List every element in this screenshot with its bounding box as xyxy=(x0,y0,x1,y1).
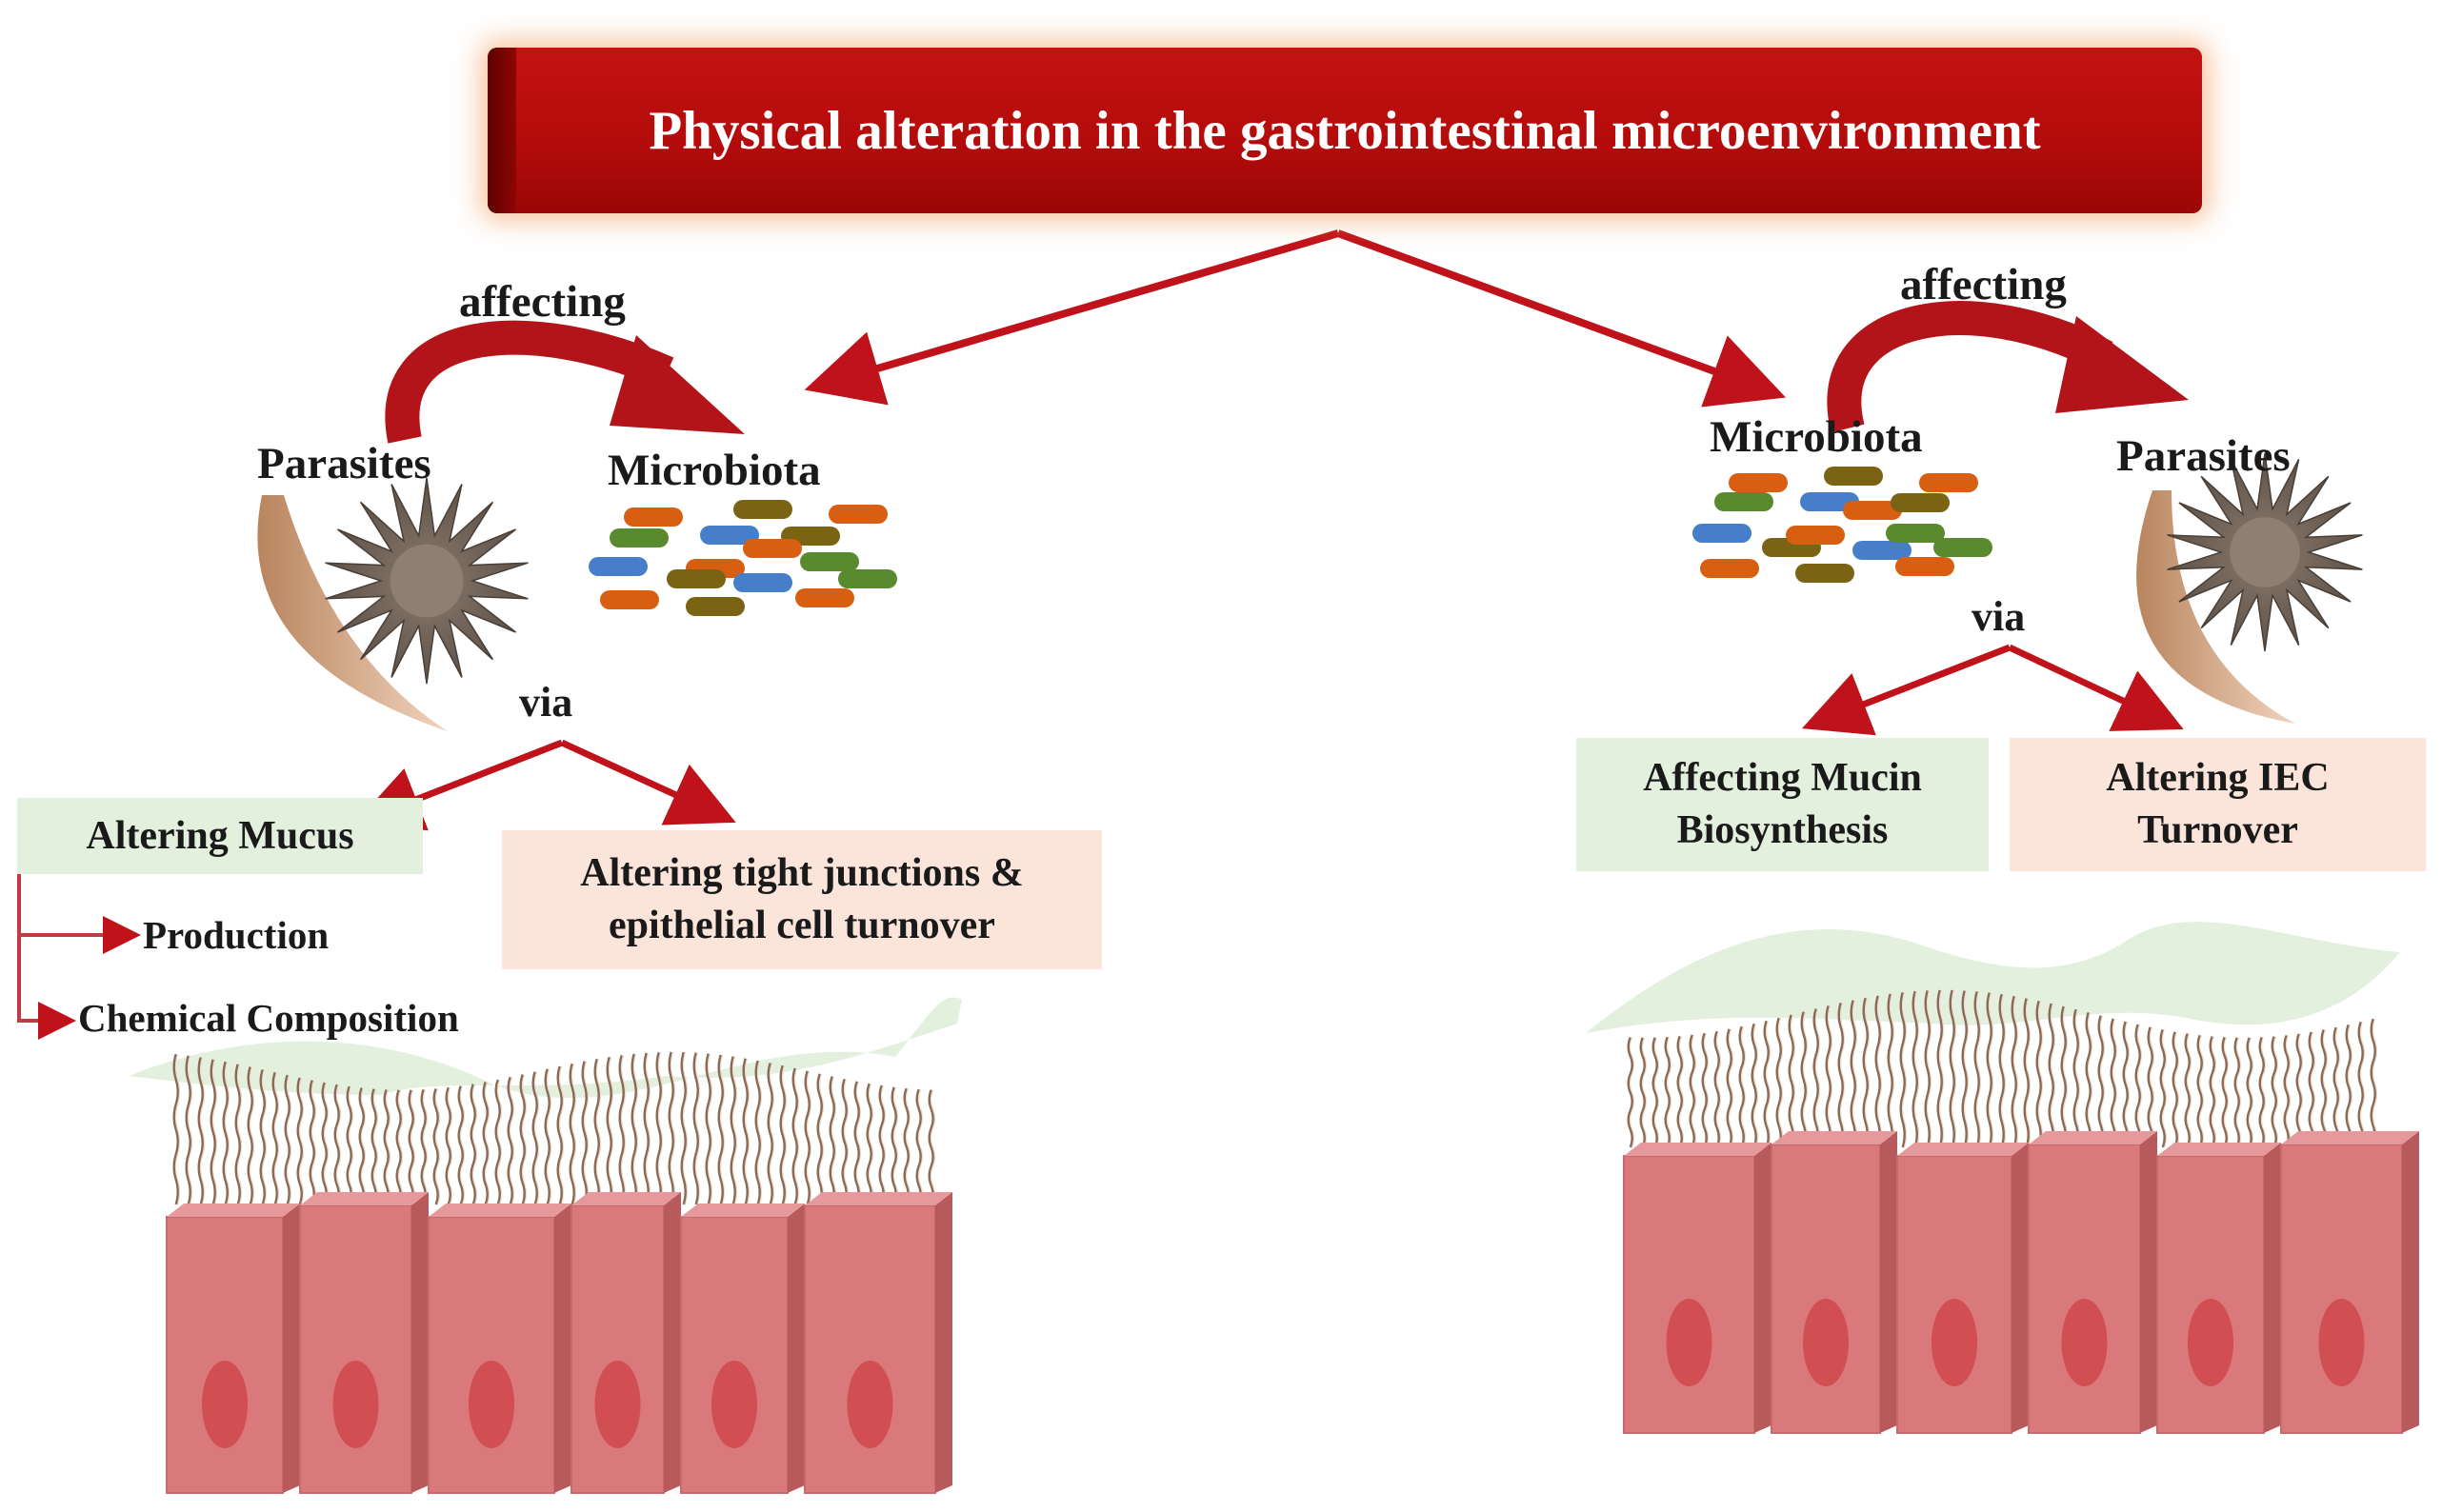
bacterium xyxy=(600,590,659,609)
right-via-arrows xyxy=(1801,644,2184,736)
arrow-to-iec-turnover xyxy=(2008,644,2184,731)
left-affecting-label: affecting xyxy=(459,277,626,327)
left-parasite-crescent xyxy=(257,495,448,731)
diagram-title: Physical alteration in the gastrointesti… xyxy=(649,100,2041,161)
bacterium xyxy=(838,569,897,588)
right-microvilli xyxy=(1627,989,2378,1148)
bacterium xyxy=(589,557,648,576)
title-banner: Physical alteration in the gastrointesti… xyxy=(488,48,2202,213)
left-affecting-curved-arrow xyxy=(385,320,745,444)
left-mucus-layer xyxy=(129,997,962,1099)
bacterium xyxy=(1824,467,1883,486)
epithelial-cell xyxy=(2028,1131,2157,1434)
right-microbiota-label: Microbiota xyxy=(1710,412,1923,462)
arrow-to-left-group xyxy=(804,229,1340,406)
left-epithelium xyxy=(166,1192,952,1494)
bacterium xyxy=(795,588,854,607)
altering-mucus-text: Altering Mucus xyxy=(86,813,354,858)
altering-mucus-box: Altering Mucus xyxy=(17,798,423,874)
tight-junctions-box: Altering tight junctions & epithelial ce… xyxy=(502,830,1102,969)
bacterium xyxy=(610,528,669,547)
left-parasite-star xyxy=(325,477,529,685)
left-microbiota-label: Microbiota xyxy=(608,446,821,495)
bacterium xyxy=(1843,501,1902,520)
tight-junctions-line2: epithelial cell turnover xyxy=(609,904,995,947)
mucin-biosynthesis-line2: Biosynthesis xyxy=(1676,808,1889,852)
bacterium xyxy=(1933,538,1992,557)
iec-turnover-box: Altering IEC Turnover xyxy=(2010,738,2426,871)
tight-junctions-line1: Altering tight junctions & xyxy=(580,851,1024,896)
bacterium xyxy=(1895,557,1954,576)
left-microvilli xyxy=(172,1051,936,1205)
epithelial-cell xyxy=(804,1192,952,1494)
epithelial-cell xyxy=(1623,1143,1771,1434)
right-microbiota-bacteria xyxy=(1692,467,1992,583)
bacterium xyxy=(1786,526,1845,545)
epithelial-cell xyxy=(166,1204,300,1494)
right-affecting-label: affecting xyxy=(1900,260,2067,309)
bacterium xyxy=(1692,524,1751,543)
iec-turnover-line2: Turnover xyxy=(2137,808,2298,852)
top-diverging-arrows xyxy=(804,229,1787,408)
bacterium xyxy=(667,569,726,588)
epithelial-cell xyxy=(680,1204,805,1494)
right-mucus-layer xyxy=(1586,922,2400,1033)
left-parasites-label: Parasites xyxy=(257,439,431,488)
right-parasite-crescent xyxy=(2136,490,2295,724)
bacterium xyxy=(1700,559,1759,578)
bacterium xyxy=(624,507,683,527)
sub-item-chemical-composition: Chemical Composition xyxy=(78,996,459,1040)
bacterium xyxy=(743,539,802,558)
bacterium xyxy=(733,500,792,519)
epithelial-cell xyxy=(570,1192,681,1494)
bacterium xyxy=(1729,473,1788,492)
right-affecting-curved-arrow xyxy=(1827,301,2189,433)
left-microbiota-bacteria xyxy=(589,500,897,616)
epithelial-cell xyxy=(428,1204,571,1494)
mucus-sub-bracket xyxy=(17,874,141,1040)
bacterium xyxy=(686,597,745,616)
bacterium xyxy=(1886,524,1945,543)
bacterium xyxy=(1795,564,1854,583)
epithelial-cell xyxy=(2156,1143,2281,1434)
bacterium xyxy=(700,526,759,545)
iec-turnover-line1: Altering IEC xyxy=(2106,756,2330,801)
arrow-to-mucin-biosynthesis xyxy=(1801,644,2012,736)
arrow-to-tight-junctions xyxy=(560,739,736,826)
arrow-to-right-group xyxy=(1336,229,1787,408)
epithelial-cell xyxy=(2280,1131,2419,1434)
right-parasite-star xyxy=(2167,452,2363,652)
mucin-biosynthesis-box: Affecting Mucin Biosynthesis xyxy=(1576,738,1989,871)
right-parasites-label: Parasites xyxy=(2116,431,2291,481)
left-via-label: via xyxy=(519,679,573,726)
epithelial-cell xyxy=(1896,1143,2029,1434)
epithelial-cell xyxy=(299,1192,429,1494)
bacterium xyxy=(733,573,792,592)
right-epithelium xyxy=(1623,1131,2419,1434)
sub-item-production: Production xyxy=(143,913,330,957)
epithelial-cell xyxy=(1771,1131,1897,1434)
bacterium xyxy=(1891,493,1950,512)
bacterium xyxy=(829,505,888,524)
bacterium xyxy=(800,552,859,571)
right-via-label: via xyxy=(1972,593,2026,640)
bacterium xyxy=(1714,492,1773,511)
bacterium xyxy=(1852,541,1912,560)
mucin-biosynthesis-line1: Affecting Mucin xyxy=(1643,756,1922,801)
bacterium xyxy=(1919,473,1978,492)
